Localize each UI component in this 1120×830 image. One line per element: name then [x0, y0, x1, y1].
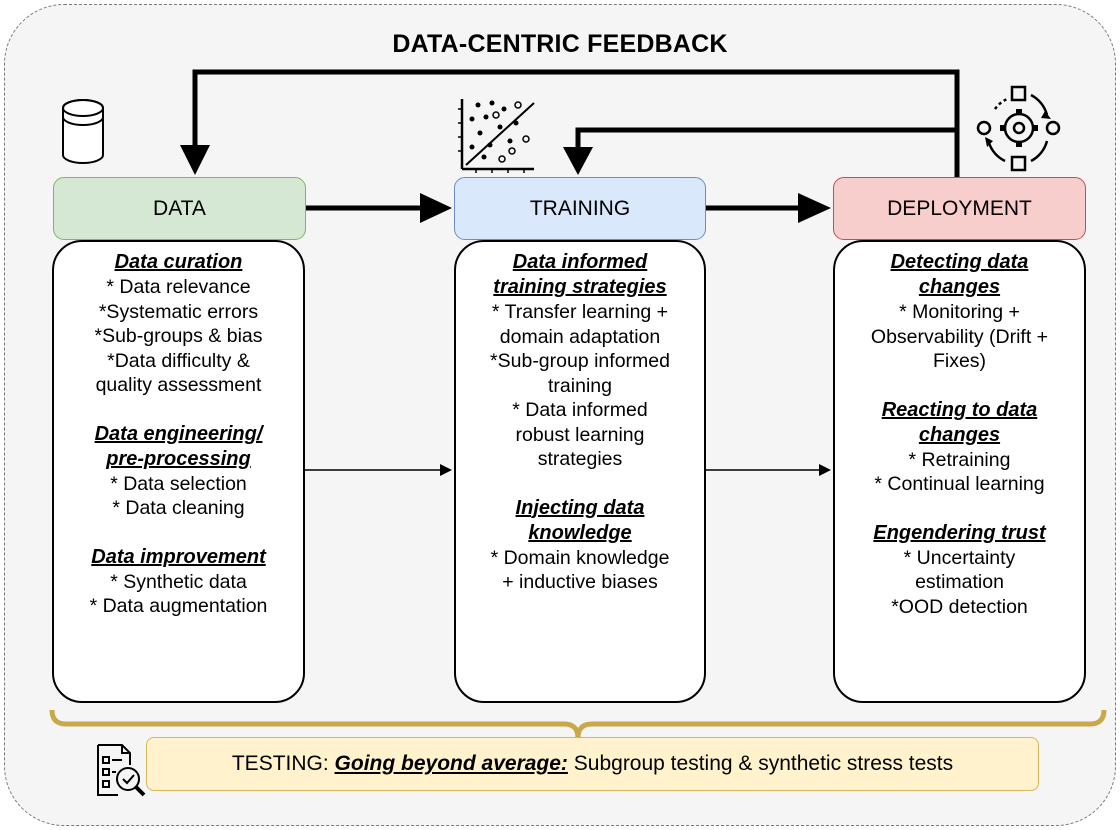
training-strategies-item: training	[548, 374, 612, 397]
deployment-react-item: * Retraining	[908, 448, 1011, 471]
scatter-plot-icon	[458, 99, 535, 173]
training-strategies-item: * Data informed	[512, 399, 648, 421]
gear-cycle-icon	[976, 85, 1061, 172]
data-curation-item: *Data difficulty &	[107, 349, 250, 372]
data-engineering-heading: pre-processing	[106, 447, 251, 470]
testing-suffix: Subgroup testing & synthetic stress test…	[567, 752, 954, 775]
deployment-trust-item: *OOD detection	[891, 595, 1028, 618]
deployment-detect-item: Fixes)	[932, 350, 987, 372]
connector-data-training-head	[440, 464, 452, 476]
testing-emphasis: Going beyond average:	[334, 752, 568, 775]
database-icon	[62, 99, 104, 164]
training-knowledge-item: + inductive biases	[502, 571, 658, 593]
phase-data-box: DATA	[53, 177, 306, 240]
data-engineering-item: * Data cleaning	[112, 497, 245, 519]
deployment-trust-item: * Uncertainty	[903, 546, 1016, 569]
phase-deployment-box: DEPLOYMENT	[833, 177, 1086, 240]
training-knowledge-heading: knowledge	[528, 521, 632, 544]
deployment-detect-item: * Monitoring +	[899, 301, 1020, 323]
testing-prefix: TESTING:	[231, 752, 335, 775]
deployment-react-heading: changes	[918, 423, 1001, 446]
data-curation-heading: Data curation	[114, 251, 243, 273]
training-strategies-item: domain adaptation	[499, 325, 661, 348]
training-strategies-item: * Transfer learning +	[491, 301, 669, 323]
training-strategies-item: strategies	[537, 448, 623, 470]
deployment-detect-item: Observability (Drift +	[870, 325, 1049, 348]
training-panel: Data informed training strategies * Tran…	[454, 240, 706, 703]
feedback-inner-arrowhead	[563, 147, 593, 175]
feedback-inner-line	[575, 127, 957, 152]
data-improvement-item: * Synthetic data	[110, 570, 247, 593]
data-curation-item: *Sub-groups & bias	[94, 325, 263, 347]
testing-brace	[49, 709, 1107, 741]
feedback-outer-arrowhead	[180, 145, 210, 175]
data-curation-item: * Data relevance	[106, 276, 251, 298]
phase-training-label: TRAINING	[529, 196, 631, 220]
phase-deployment-label: DEPLOYMENT	[887, 196, 1032, 220]
data-improvement-heading: Data improvement	[91, 545, 266, 568]
testing-bar: TESTING: Going beyond average: Subgroup …	[146, 737, 1039, 791]
training-strategies-heading: Data informed	[512, 251, 648, 273]
training-strategies-item: robust learning	[515, 423, 645, 446]
test-report-icon	[97, 744, 146, 797]
deployment-detect-heading: changes	[918, 276, 1001, 298]
deployment-detect-heading: Detecting data	[890, 251, 1029, 273]
data-panel: Data curation * Data relevance *Systemat…	[52, 240, 305, 703]
deployment-panel: Detecting data changes * Monitoring + Ob…	[833, 240, 1086, 703]
deployment-trust-heading: Engendering trust	[873, 521, 1046, 544]
data-improvement-item: * Data augmentation	[89, 595, 268, 617]
deployment-trust-item: estimation	[915, 571, 1004, 593]
connector-training-deployment-head	[819, 464, 831, 476]
phase-training-box: TRAINING	[454, 177, 706, 240]
data-curation-item: quality assessment	[95, 374, 262, 396]
training-knowledge-item: * Domain knowledge	[490, 546, 670, 569]
training-strategies-heading: training strategies	[493, 276, 667, 298]
data-engineering-item: * Data selection	[110, 472, 247, 495]
arrow-training-to-deployment-head	[798, 193, 831, 223]
data-engineering-heading: Data engineering/	[94, 422, 263, 445]
phase-data-label: DATA	[153, 196, 206, 220]
feedback-outer-line	[192, 69, 960, 177]
arrow-data-to-training-head	[420, 193, 452, 223]
feedback-title: DATA-CENTRIC FEEDBACK	[392, 30, 728, 58]
training-strategies-item: *Sub-group informed	[490, 350, 670, 372]
training-knowledge-heading: Injecting data	[515, 496, 645, 519]
data-curation-item: *Systematic errors	[98, 300, 259, 323]
deployment-react-heading: Reacting to data	[881, 398, 1038, 421]
deployment-react-item: * Continual learning	[874, 473, 1045, 495]
